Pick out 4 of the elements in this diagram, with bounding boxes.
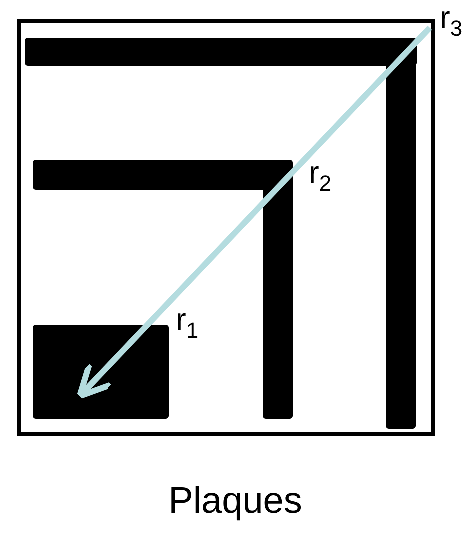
caption: Plaques <box>168 482 304 519</box>
radius-label: r$_{1}$ <box>176 304 199 342</box>
radius-label: r$_{3}$ <box>440 2 463 40</box>
radius-label: r$_{2}$ <box>309 157 332 195</box>
